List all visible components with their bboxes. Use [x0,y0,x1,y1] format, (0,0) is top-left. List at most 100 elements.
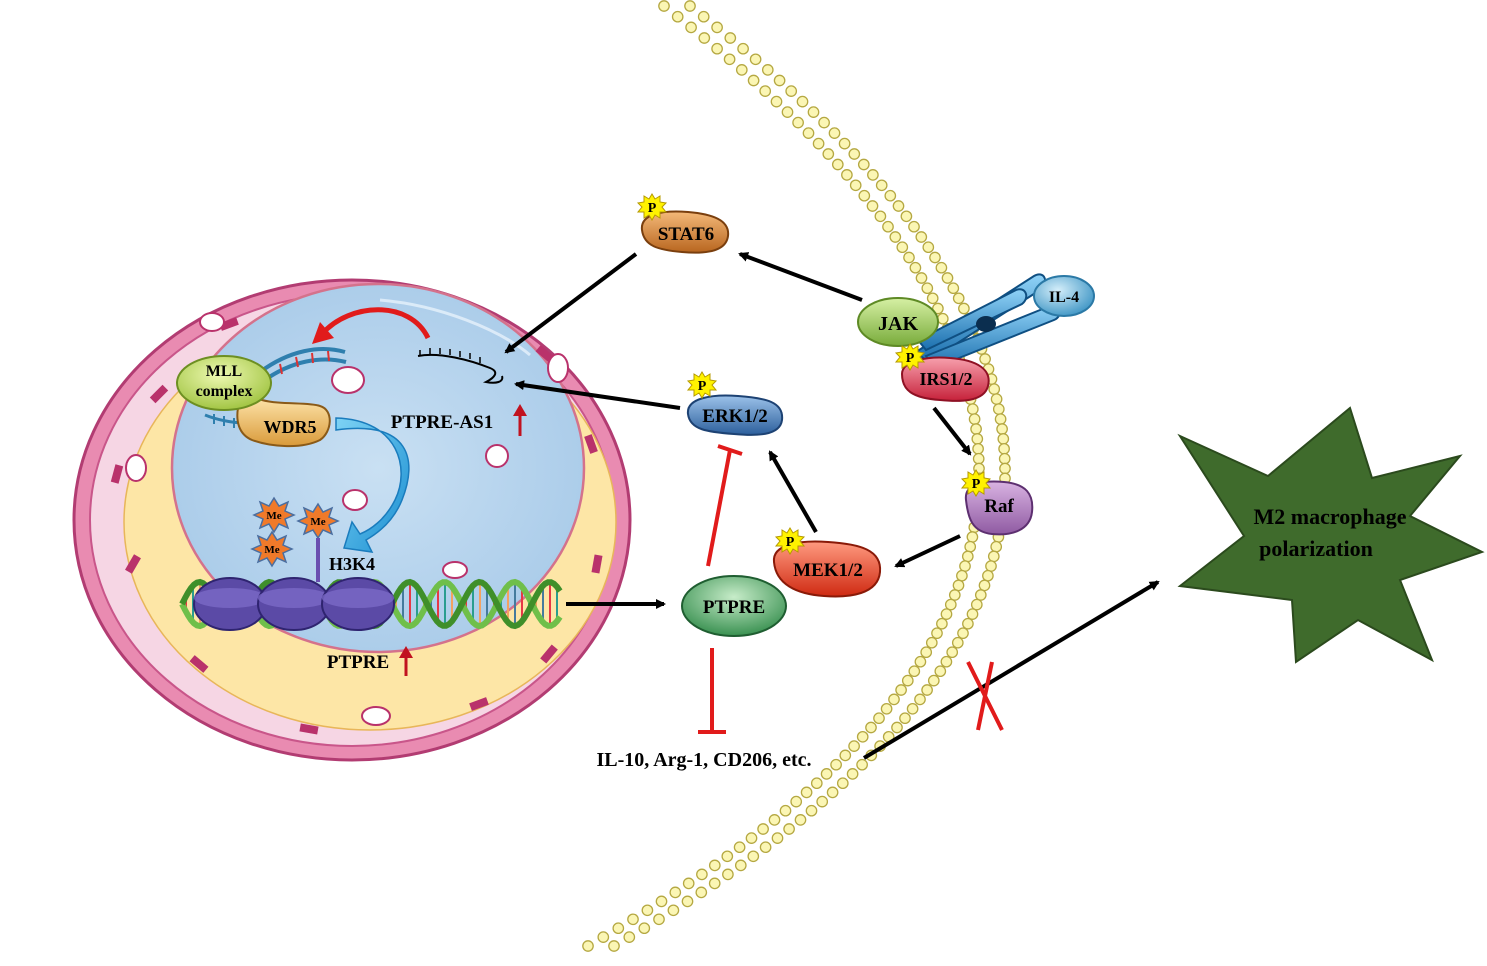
membrane-bead [990,540,1003,553]
membrane-bead [935,261,948,274]
membrane-bead [992,403,1005,415]
membrane-bead [972,452,985,465]
membrane-bead [781,106,794,118]
membrane-bead [771,832,784,844]
arrow-irs-to-raf [932,406,972,456]
membrane-bead [958,302,970,315]
membrane-bead [794,814,807,826]
membrane-bead [783,823,795,835]
me-star-3: Me [250,530,294,568]
erk-label: ERK1/2 [702,406,767,427]
membrane-bead [972,442,984,455]
membrane-bead [608,940,620,952]
membrane-bead [841,169,853,181]
membrane-bead [927,674,940,687]
mek-node: MEK1/2 [772,540,882,598]
membrane-bead [895,684,907,696]
stat6-node: STAT6 [640,210,730,254]
membrane-bead [874,210,887,223]
membrane-bead [737,42,749,55]
il4-ligand: IL-4 [1033,275,1095,317]
membrane-bead [948,589,961,601]
ptpre-as1-up-arrow [513,404,527,436]
membrane-bead [936,312,949,325]
ptpre-protein-label: PTPRE [703,597,765,618]
membrane-bead [759,841,772,854]
membrane-bead [951,636,964,649]
mek-label: MEK1/2 [793,560,863,581]
irs-label: IRS1/2 [919,369,972,389]
il4-label: IL-4 [1049,289,1079,306]
membrane-bead [987,550,1000,563]
membrane-bead [970,598,983,611]
membrane-bead [974,589,987,601]
membrane-bead [947,282,960,295]
membrane-bead [909,261,922,274]
membrane-bead [685,21,697,34]
membrane-bead [820,768,833,780]
membrane-bead [658,0,670,12]
membrane-bead [807,106,820,118]
membrane-bead [733,841,746,854]
membrane-bead [723,53,736,66]
membrane-bead [785,85,798,97]
jak-node: JAK [857,297,939,347]
membrane-bead [867,169,879,181]
membrane-bead [875,179,888,192]
blocked-cross [966,661,1004,731]
membrane-bead [711,21,723,34]
membrane-bead [952,579,965,592]
ptpre-inhibits-markers [698,648,726,734]
h3k4-label: H3K4 [329,554,375,574]
membrane-bead [998,452,1011,465]
membrane-bead [655,895,668,908]
erk-node: ERK1/2 [686,394,784,436]
membrane-bead [873,712,885,725]
membrane-bead [721,850,734,863]
membrane-bead [889,231,902,243]
membrane-bead [759,85,772,97]
membrane-bead [990,393,1003,405]
membrane-bead [971,433,984,445]
membrane-bead [667,904,680,917]
phospho-mek: P [774,527,806,555]
membrane-bead [747,74,760,87]
mll-label-line2: complex [196,383,253,400]
arrow-stat6-to-nucleus [504,252,638,354]
phospho-irs: P [894,343,926,371]
membrane-bead [697,10,710,23]
membrane-bead [957,627,969,640]
membrane-bead [962,617,974,630]
phospho-badges: P P P P P [636,193,992,555]
membrane-bead [961,550,974,563]
m2-polarization-starburst: M2 macrophage polarization [1177,406,1485,664]
membrane-bead [900,210,913,223]
m2-label-line1: M2 macrophage [1254,504,1407,529]
membrane-bead [968,413,981,425]
membrane-bead [906,702,919,715]
me-label-3: Me [264,544,279,556]
membrane-bead [856,758,868,771]
membrane-bead [682,877,695,890]
membrane-bead [818,116,830,129]
membrane-bead [966,403,979,415]
activation-arrows [504,252,1160,760]
membrane-bead [653,913,665,926]
membrane-bead [921,684,933,696]
membrane-bead [884,189,897,202]
methyl-marks: Me Me Me [250,496,340,582]
lncrna-ptpre-as1 [417,348,504,384]
chromatin-dna [179,577,563,631]
membrane-bead [915,231,928,243]
membrane-bead [985,560,997,572]
methylation-arrow [335,417,410,553]
membrane-bead [996,423,1008,435]
phospho-label-mek: P [786,535,795,550]
arrow-jak-to-stat6 [738,252,863,302]
jak-label: JAK [878,313,918,335]
membrane-bead [908,665,921,678]
membrane-bead [805,804,818,817]
ptpre-node: PTPRE [681,575,787,637]
membrane-bead [940,655,953,668]
